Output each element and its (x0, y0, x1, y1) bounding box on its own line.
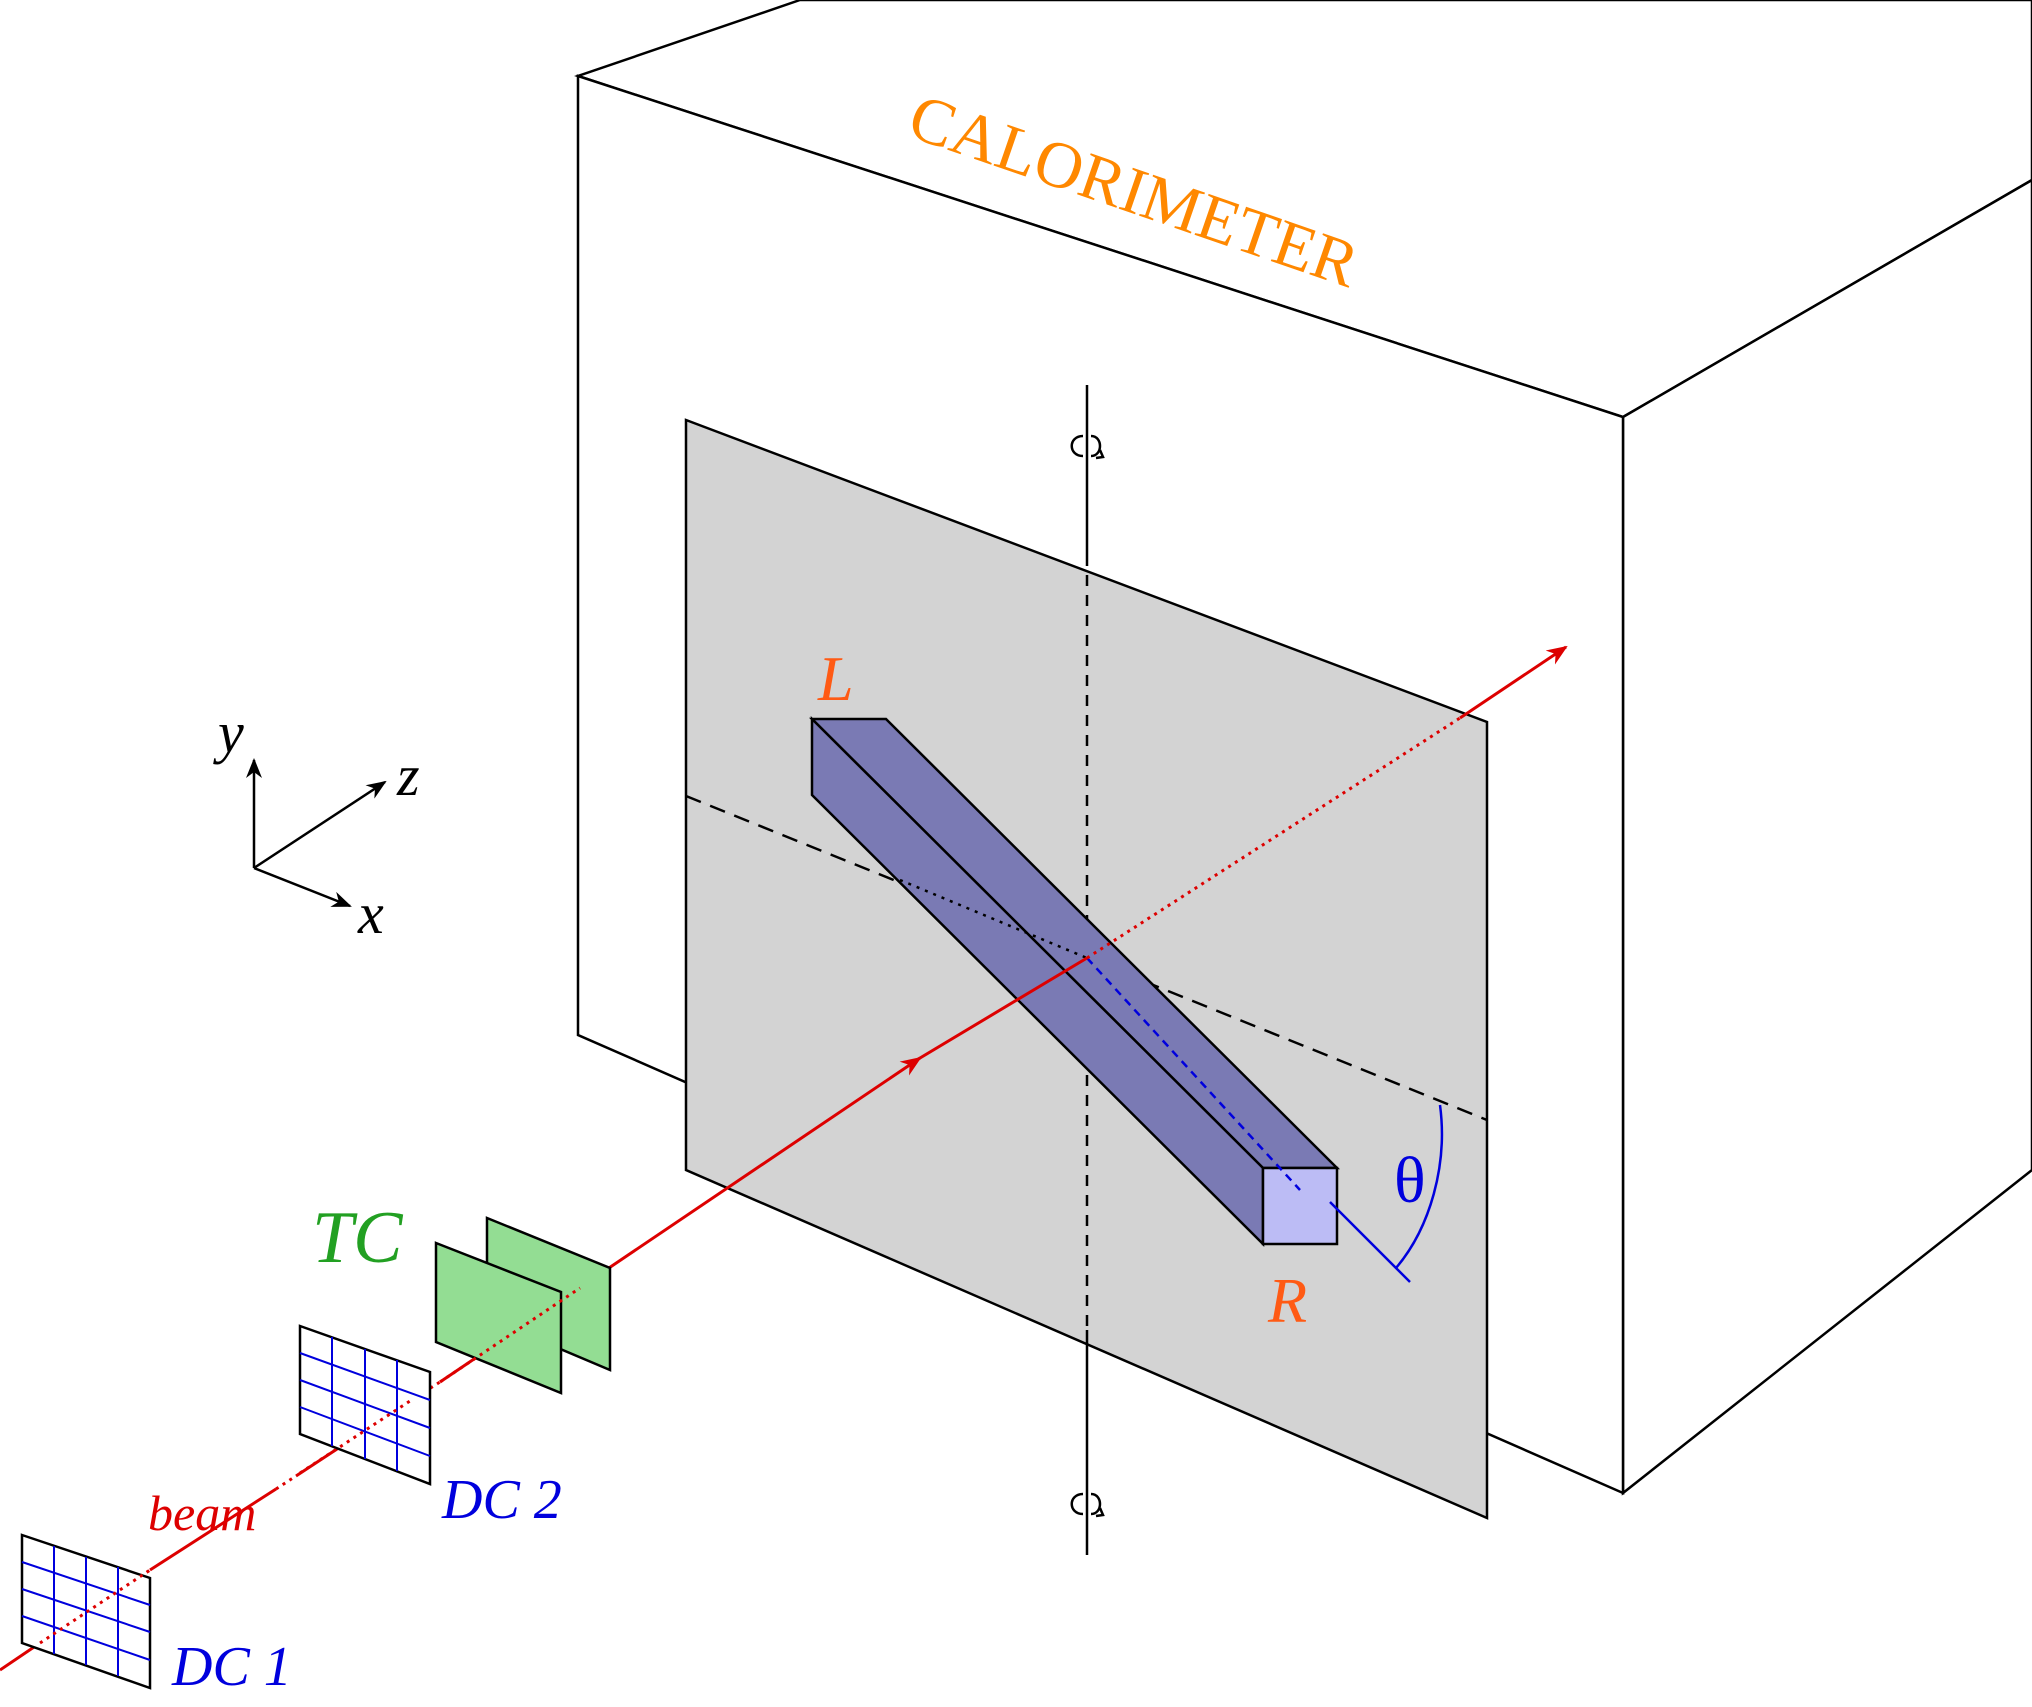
drift-chamber-2 (298, 1324, 432, 1486)
bar-axis-extension (1329, 1201, 1411, 1283)
bar-axis-line (1086, 957, 1301, 1191)
horizontal-reference-line (685, 794, 1488, 1122)
left-end-label: L (817, 643, 854, 714)
drift-chamber-1-label: DC 1 (171, 1636, 292, 1698)
right-end-label: R (1267, 1265, 1307, 1336)
scintillator-bar (808, 715, 1341, 1248)
rotation-arrow-icon (1070, 434, 1105, 460)
rotation-arrow-icon (1070, 1492, 1105, 1518)
x-axis-label: x (357, 881, 384, 946)
angle-theta-label: θ (1394, 1144, 1426, 1217)
z-axis-label: z (396, 743, 420, 808)
trigger-counter-label: TC (312, 1197, 404, 1279)
drift-chamber-2-label: DC 2 (441, 1469, 562, 1531)
angle-arc (1395, 1104, 1444, 1269)
trigger-counter (434, 1216, 612, 1395)
hidden-reference-line (899, 878, 1088, 960)
drift-chamber-1 (20, 1533, 152, 1690)
coordinate-axes (246, 758, 387, 908)
y-axis-label: y (213, 700, 244, 765)
bar-end-face (1261, 1166, 1339, 1246)
x-axis-arrow (253, 866, 352, 908)
beam-label: beam (148, 1485, 256, 1541)
z-axis-arrow (253, 780, 387, 870)
trigger-counter-front (434, 1241, 563, 1395)
